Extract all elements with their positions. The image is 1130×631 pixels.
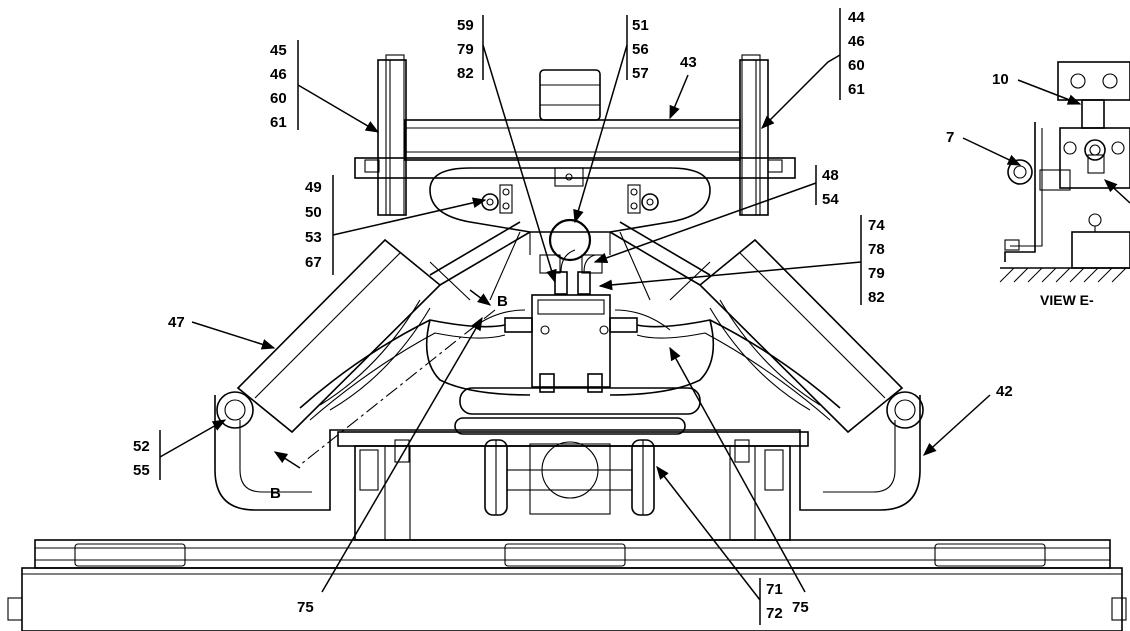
callout-79b: 79 [868,265,885,282]
callout-46b: 46 [848,33,865,50]
callout-45: 45 [270,42,287,59]
right-cylinder [609,221,924,434]
section-line-b [273,289,496,469]
carriage-frame [214,395,921,541]
callout-57: 57 [632,65,649,82]
callout-72: 72 [766,605,783,622]
callout-48: 48 [822,167,839,184]
callout-59-79-82: 59 79 82 [457,17,474,82]
callout-50: 50 [305,204,322,221]
section-mark-b-lower: B [270,485,281,502]
callout-49: 49 [305,179,322,196]
callout-54: 54 [822,191,839,208]
callout-56: 56 [632,41,649,58]
callout-59: 59 [457,17,474,34]
callout-46: 46 [270,66,287,83]
callout-82: 82 [457,65,474,82]
top-frame [354,54,796,216]
callout-82b: 82 [868,289,885,306]
callout-48-54: 48 54 [822,167,839,208]
section-mark-b-upper: B [497,293,508,310]
callout-61b: 61 [848,81,865,98]
callout-47: 47 [168,314,185,331]
base-rail [7,539,1127,631]
callout-74-78-79-82: 74 78 79 82 [868,217,885,306]
callout-10: 10 [992,71,1009,88]
callout-60b: 60 [848,57,865,74]
callout-78: 78 [868,241,885,258]
callout-55: 55 [133,462,150,479]
callout-75-left: 75 [297,599,314,616]
pivot-plate [429,167,711,274]
callout-71: 71 [766,581,783,598]
left-cylinder [216,221,531,434]
callout-45-46-60-61: 45 46 60 61 [270,42,287,131]
hydraulic-hoses [299,231,841,421]
valve-block [459,249,701,415]
callout-brackets [159,8,862,625]
callout-49-50-53-67: 49 50 53 67 [305,179,322,271]
callout-51: 51 [632,17,649,34]
callout-44: 44 [848,9,865,26]
callout-7: 7 [946,129,954,146]
callout-79: 79 [457,41,474,58]
callout-61: 61 [270,114,287,131]
callout-71-72: 71 72 [766,581,783,622]
callout-67: 67 [305,254,322,271]
view-e-label: VIEW E- [1040,292,1094,308]
leader-lines [159,44,1130,601]
view-e-detail [999,61,1130,283]
callout-52: 52 [133,438,150,455]
callout-53: 53 [305,229,322,246]
callout-75-right: 75 [792,599,809,616]
callout-60: 60 [270,90,287,107]
callout-52-55: 52 55 [133,438,150,479]
callout-43: 43 [680,54,697,71]
callout-74: 74 [868,217,885,234]
callout-44-46-60-61: 44 46 60 61 [848,9,865,98]
callout-42: 42 [996,383,1013,400]
callout-51-56-57: 51 56 57 [632,17,649,82]
